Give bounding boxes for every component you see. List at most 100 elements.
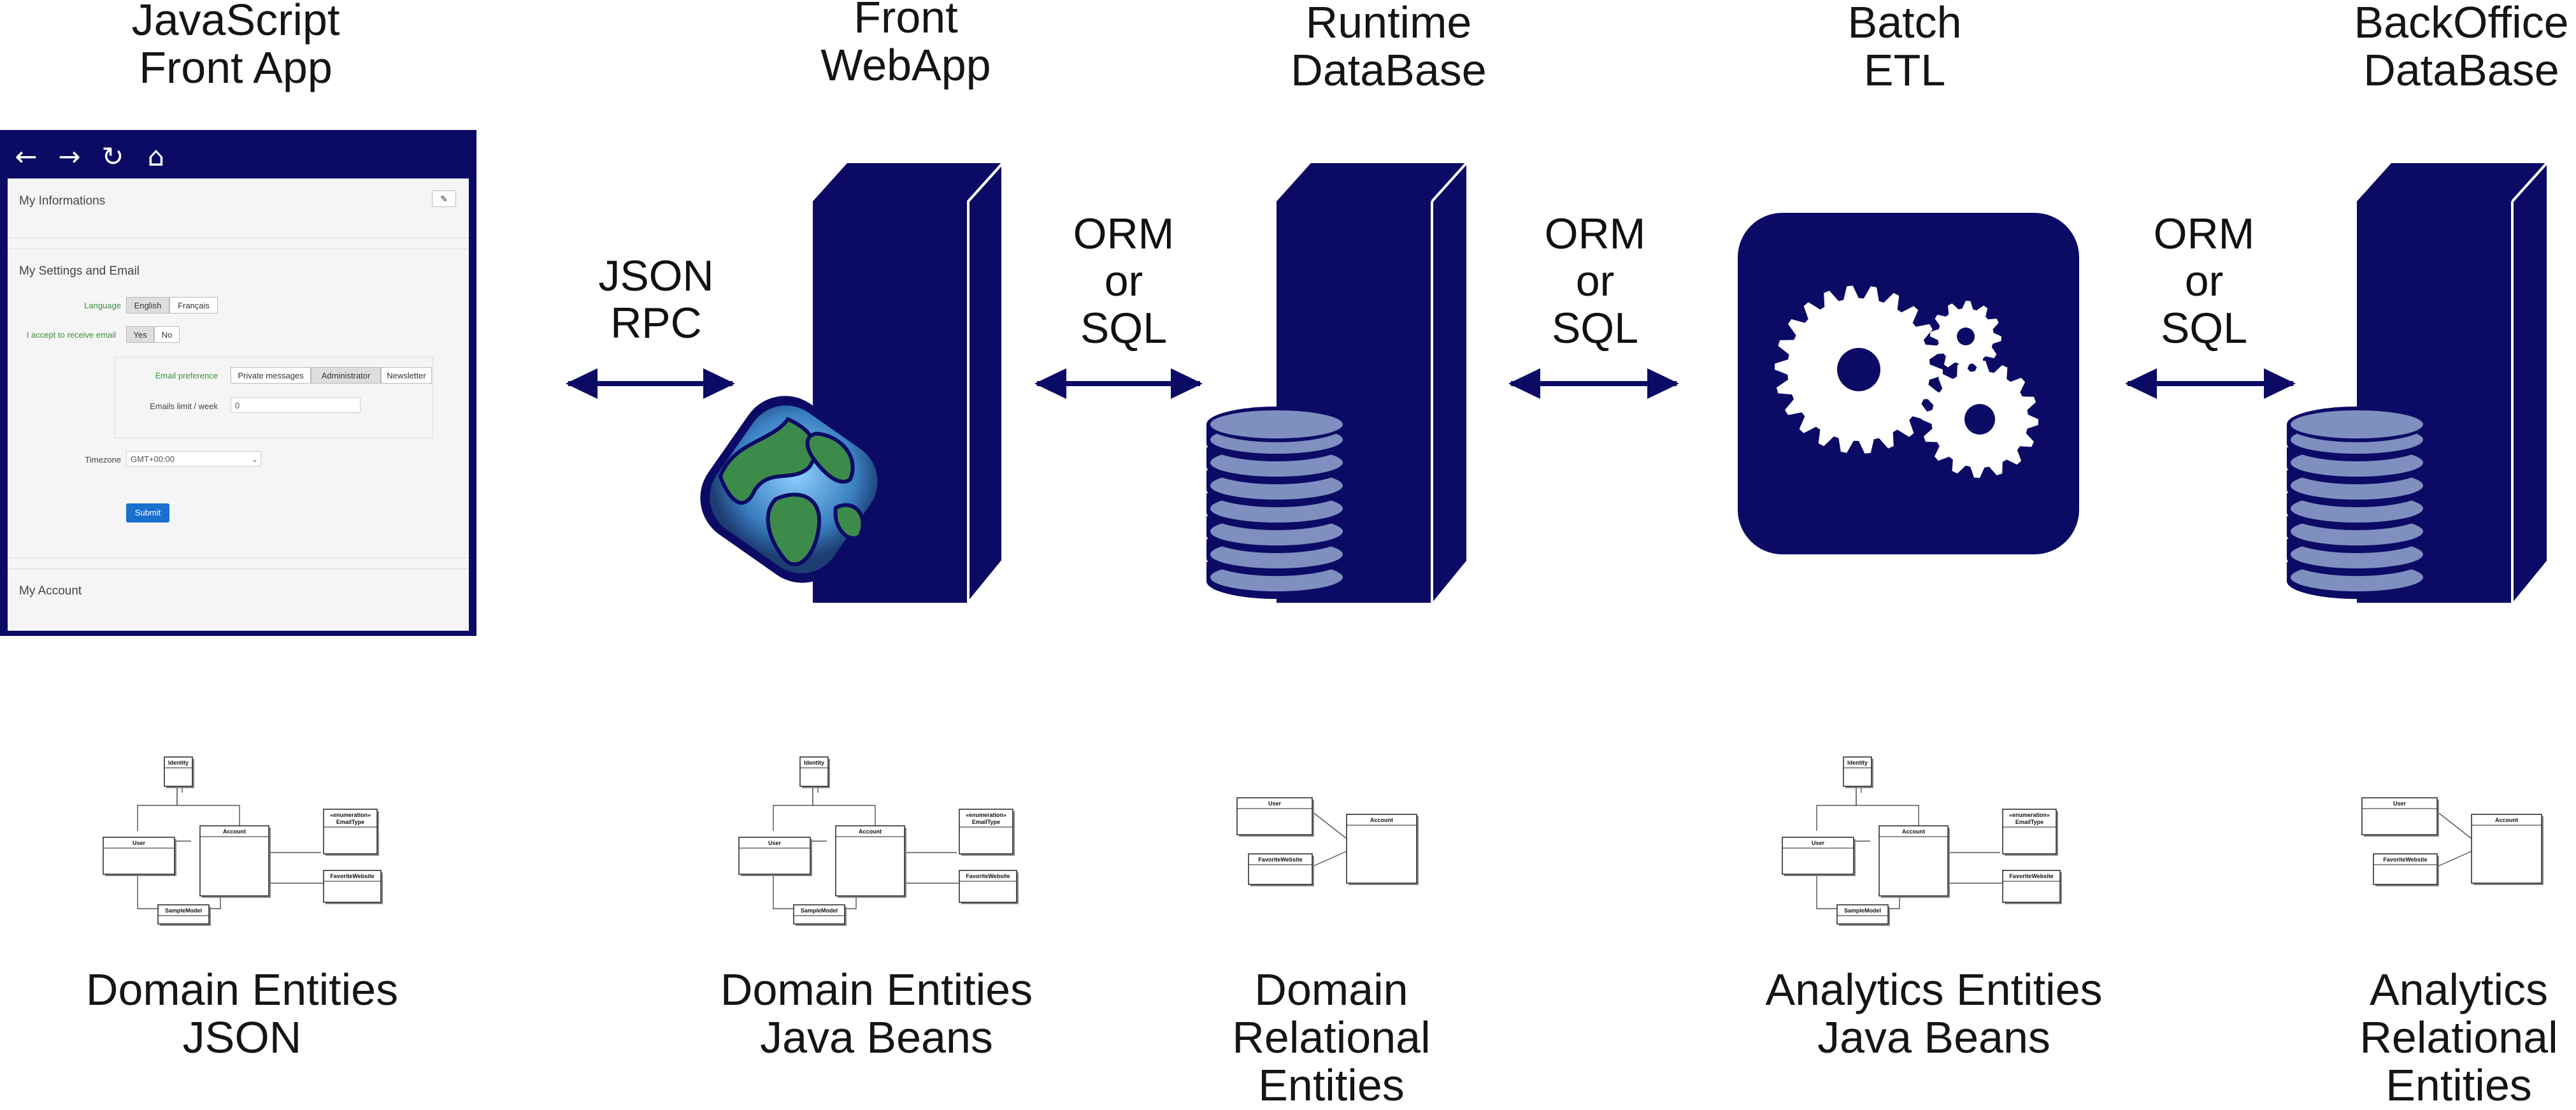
title-line: Front App — [139, 43, 333, 92]
uml-class-name: User — [2393, 800, 2407, 807]
uml-identity: Identity — [1843, 756, 1873, 788]
email-pref-administrator[interactable]: Administrator — [311, 367, 381, 384]
back-icon[interactable]: ← — [15, 141, 38, 172]
uml-class-name: EmailType — [972, 819, 1000, 825]
caption-line: Entities — [1258, 1060, 1405, 1110]
title-batch-etl: Batch ETL — [1777, 0, 2032, 94]
submit-button[interactable]: Submit — [126, 503, 169, 523]
uml-account: Account — [835, 825, 906, 898]
uml-favoritewebsite: FavoriteWebsite — [323, 870, 383, 904]
uml-class-name: SampleModel — [801, 907, 838, 914]
forward-icon[interactable]: → — [58, 141, 81, 172]
caption-line: Domain Entities — [85, 965, 399, 1014]
section-my-account: My Account — [8, 568, 469, 631]
caption-domain-entities-json: Domain Entities JSON — [83, 966, 401, 1062]
title-line: BackOffice — [2354, 0, 2569, 47]
connector-line: SQL — [1080, 304, 1168, 352]
timezone-select[interactable]: GMT+00:00 ⌄ — [126, 451, 261, 466]
arrow-webapp-runtime — [1034, 368, 1203, 399]
database-stack-icon — [1206, 407, 1347, 599]
language-option-english[interactable]: English — [126, 297, 169, 314]
connector-line: or — [1575, 257, 1615, 305]
home-icon[interactable]: ⌂ — [147, 141, 165, 172]
uml-identity: Identity — [799, 756, 830, 788]
title-line: WebApp — [820, 40, 991, 90]
title-line: Runtime — [1305, 0, 1472, 47]
uml-class-name: FavoriteWebsite — [966, 873, 1010, 879]
uml-user: User — [738, 837, 812, 876]
uml-favoritewebsite: FavoriteWebsite — [2002, 870, 2062, 904]
uml-emailtype: «enumeration»EmailType — [959, 809, 1015, 856]
connector-line: ORM — [1073, 210, 1175, 258]
caption-line: Entities — [2386, 1060, 2532, 1110]
gear-icon — [1921, 361, 2038, 478]
uml-class-name: User — [1268, 800, 1282, 807]
caption-line: JSON — [182, 1013, 302, 1062]
caption-analytics-entities-java-beans: Analytics Entities Java Beans — [1743, 966, 2125, 1062]
caption-line: Relational — [2359, 1013, 2558, 1062]
architecture-graphics — [566, 159, 2547, 607]
app-body: My Informations ✎ My Settings and Email … — [8, 178, 469, 631]
uml-class-name: User — [768, 840, 782, 846]
caption-line: Domain — [1254, 965, 1408, 1014]
connector-label-orm-sql-1: ORM or SQL — [1028, 210, 1219, 352]
front-webapp-server-icon — [813, 159, 1004, 607]
caption-line: Analytics Entities — [1765, 965, 2103, 1014]
uml-emailtype: «enumeration»EmailType — [2002, 809, 2058, 856]
title-backoffice-database: BackOffice DataBase — [2334, 0, 2576, 94]
uml-samplemodel: SampleModel — [793, 904, 847, 926]
uml-class-name: Identity — [168, 760, 189, 766]
connector-line: SQL — [2160, 304, 2248, 352]
email-pref-private-messages[interactable]: Private messages — [231, 367, 311, 384]
caption-analytics-relational-entities: Analytics Relational Entities — [2331, 966, 2576, 1109]
section-title: My Settings and Email — [19, 264, 140, 278]
uml-class-name: EmailType — [336, 819, 364, 825]
accept-yes-button[interactable]: Yes — [126, 326, 154, 343]
uml-account: Account — [2471, 814, 2544, 885]
uml-class-name: FavoriteWebsite — [1258, 856, 1302, 863]
javascript-front-app-screenshot: ← → ↻ ⌂ My Informations ✎ My Settings an… — [0, 130, 476, 636]
edit-button[interactable]: ✎ — [432, 191, 456, 207]
uml-account: Account — [1346, 814, 1419, 885]
title-javascript-front-app: JavaScript Front App — [108, 0, 363, 92]
email-pref-newsletter[interactable]: Newsletter — [381, 367, 432, 384]
uml-class-name: User — [132, 840, 146, 846]
uml-class-name: User — [1812, 840, 1825, 846]
arrow-runtime-batch — [1508, 368, 1679, 399]
section-title: My Informations — [19, 194, 106, 208]
browser-nav-bar: ← → ↻ ⌂ — [11, 139, 171, 175]
uml-class-name: Account — [1370, 817, 1393, 823]
connector-line: ORM — [1544, 210, 1646, 258]
uml-account: Account — [199, 825, 271, 898]
caption-line: Analytics — [2369, 965, 2549, 1014]
uml-class-name: Account — [1902, 828, 1925, 835]
title-line: ETL — [1863, 45, 1946, 95]
connector-line: SQL — [1551, 304, 1639, 352]
accept-no-button[interactable]: No — [154, 326, 180, 343]
accept-email-label: I accept to receive email — [26, 330, 116, 340]
title-line: Batch — [1847, 0, 1962, 47]
uml-emailtype: «enumeration»EmailType — [323, 809, 379, 856]
uml-user: User — [1782, 837, 1856, 876]
uml-class-name: FavoriteWebsite — [2009, 873, 2053, 879]
caption-line: Java Beans — [760, 1013, 993, 1062]
uml-class-name: Account — [859, 828, 882, 835]
title-front-webapp: Front WebApp — [778, 0, 1033, 89]
reload-icon[interactable]: ↻ — [101, 141, 124, 172]
uml-class-name: SampleModel — [1844, 907, 1881, 914]
language-option-francais[interactable]: Français — [169, 297, 218, 314]
chevron-down-icon: ⌄ — [251, 455, 258, 464]
language-label: Language — [84, 301, 121, 310]
emails-limit-label: Emails limit / week — [150, 401, 218, 411]
connector-line: ORM — [2153, 210, 2255, 258]
globe-icon — [700, 396, 887, 583]
emails-limit-input[interactable]: 0 — [231, 398, 361, 413]
section-title: My Account — [19, 584, 82, 598]
uml-favoritewebsite: FavoriteWebsite — [2373, 853, 2439, 886]
timezone-label: Timezone — [85, 455, 121, 465]
uml-user: User — [2361, 797, 2439, 837]
caption-domain-entities-java-beans: Domain Entities Java Beans — [717, 966, 1036, 1062]
